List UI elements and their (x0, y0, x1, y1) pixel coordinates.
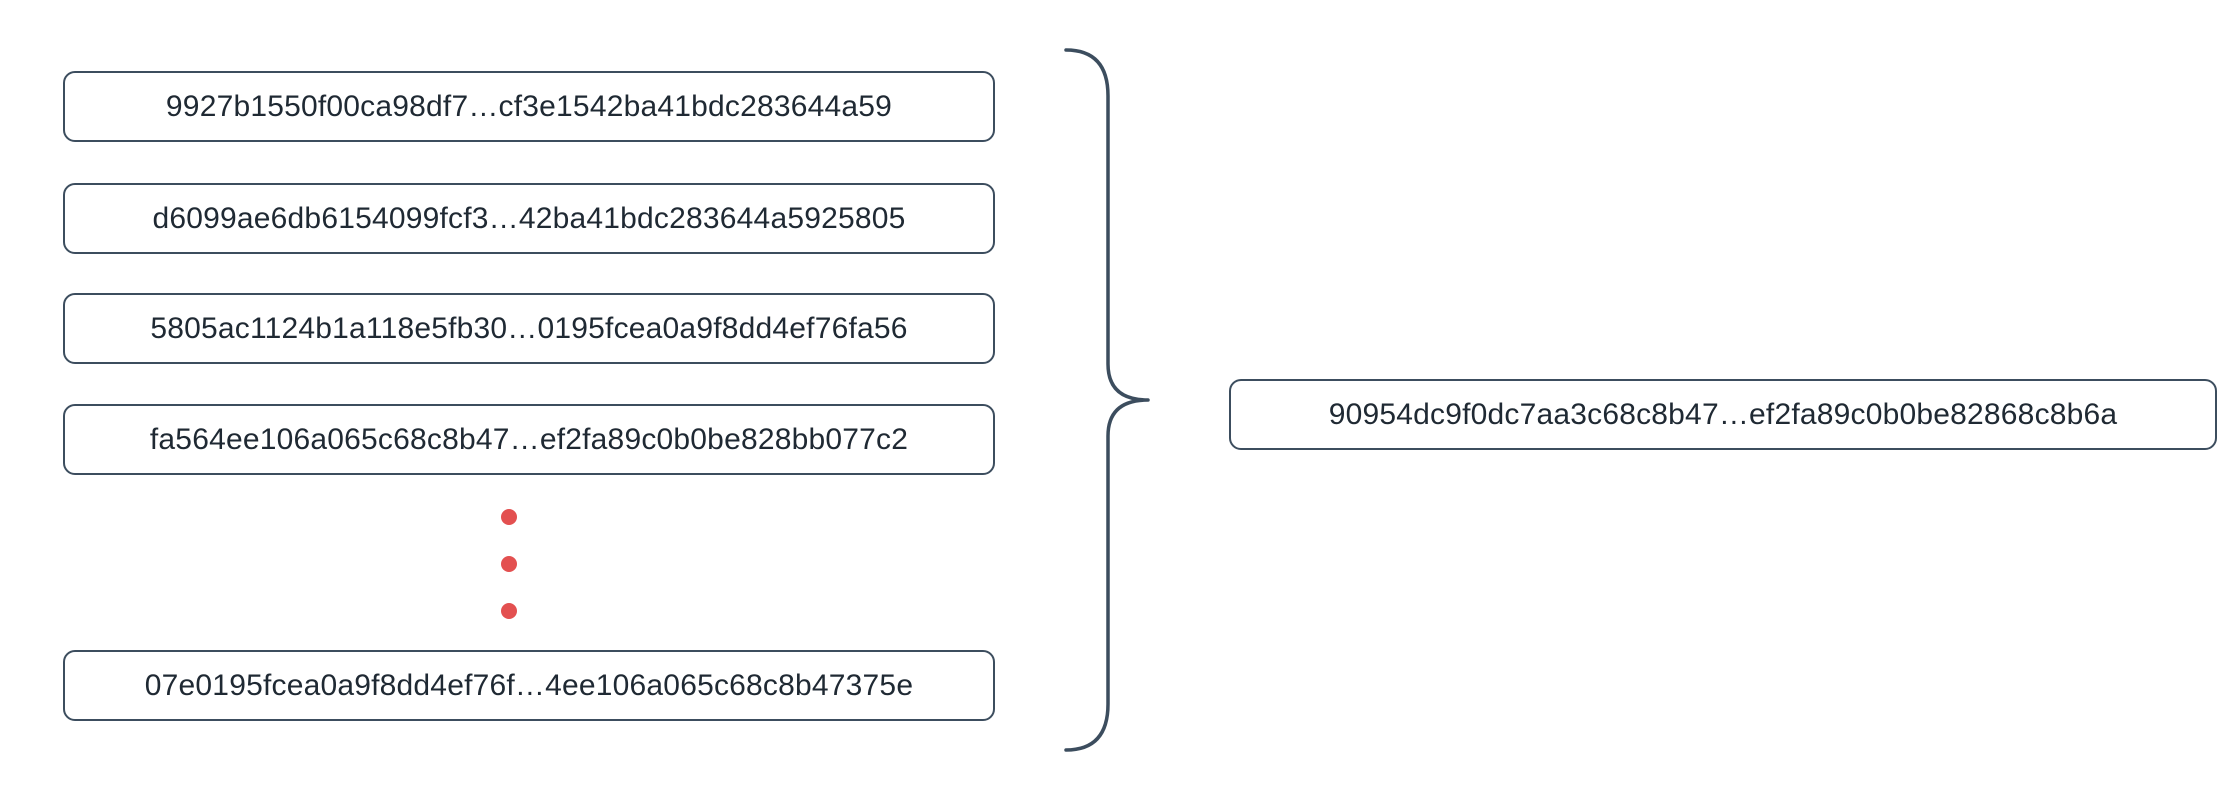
ellipsis-dot-3 (501, 603, 517, 619)
hash-text-1: 9927b1550f00ca98df7…cf3e1542ba41bdc28364… (165, 89, 893, 123)
curly-brace-icon (1064, 48, 1150, 752)
hash-text-5: 07e0195fcea0a9f8dd4ef76f…4ee106a065c68c8… (144, 668, 914, 702)
hash-box-1: 9927b1550f00ca98df7…cf3e1542ba41bdc28364… (63, 71, 995, 142)
result-hash-text: 90954dc9f0dc7aa3c68c8b47…ef2fa89c0b0be82… (1328, 397, 2118, 431)
hash-box-3: 5805ac1124b1a118e5fb30…0195fcea0a9f8dd4e… (63, 293, 995, 364)
ellipsis-dot-1 (501, 509, 517, 525)
hash-box-5: 07e0195fcea0a9f8dd4ef76f…4ee106a065c68c8… (63, 650, 995, 721)
ellipsis-dots (501, 509, 517, 619)
result-hash-box: 90954dc9f0dc7aa3c68c8b47…ef2fa89c0b0be82… (1229, 379, 2217, 450)
hash-box-2: d6099ae6db6154099fcf3…42ba41bdc283644a59… (63, 183, 995, 254)
hash-box-4: fa564ee106a065c68c8b47…ef2fa89c0b0be828b… (63, 404, 995, 475)
hash-text-3: 5805ac1124b1a118e5fb30…0195fcea0a9f8dd4e… (150, 311, 908, 345)
hash-text-2: d6099ae6db6154099fcf3…42ba41bdc283644a59… (152, 201, 906, 235)
hash-text-4: fa564ee106a065c68c8b47…ef2fa89c0b0be828b… (149, 422, 909, 456)
ellipsis-dot-2 (501, 556, 517, 572)
